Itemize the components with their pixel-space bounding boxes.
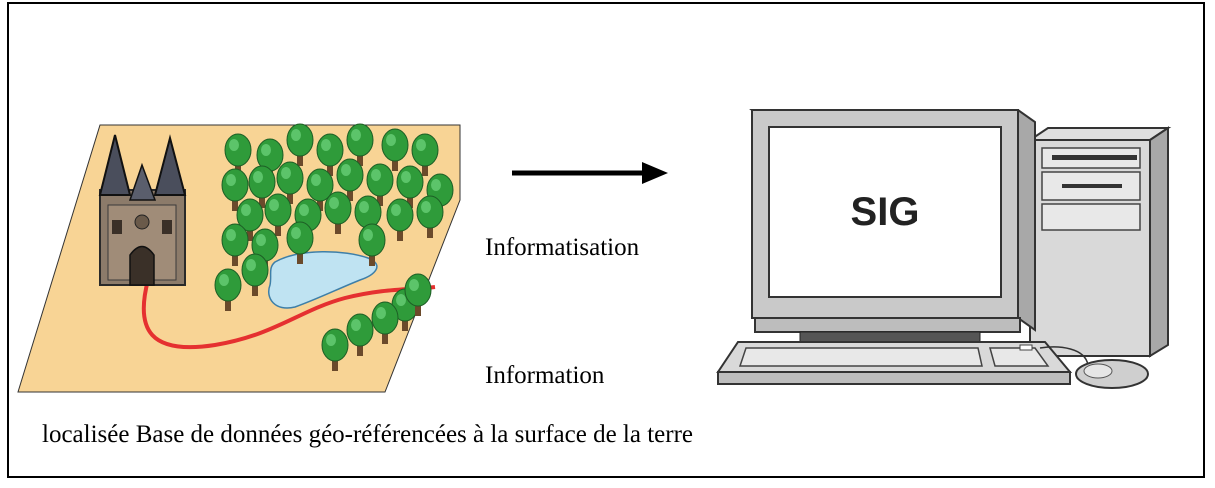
castle-icon: [98, 134, 187, 286]
tree-icon: [358, 223, 386, 266]
lake: [268, 251, 378, 309]
tree-icon: [236, 198, 264, 241]
tree-icon: [264, 193, 292, 236]
forest: [214, 123, 454, 371]
map-illustration: [17, 123, 461, 393]
keyboard-icon: [716, 341, 1073, 385]
tree-icon: [366, 163, 394, 206]
tree-icon: [316, 133, 344, 176]
arrow-label-informatisation: Informatisation: [485, 234, 640, 261]
arrow-right-icon: [512, 162, 668, 184]
arrow-label-information: Information: [485, 362, 605, 389]
tree-icon: [416, 195, 444, 238]
tree-icon: [221, 223, 249, 266]
tree-icon: [404, 273, 432, 316]
tree-icon: [241, 253, 269, 296]
computer-icon: SIG: [716, 109, 1172, 389]
tree-icon: [214, 268, 242, 311]
tree-icon: [336, 158, 364, 201]
tree-icon: [396, 165, 424, 208]
mouse-icon: [1039, 346, 1149, 389]
tree-icon: [321, 328, 349, 371]
tree-icon: [248, 165, 276, 208]
tree-icon: [221, 168, 249, 211]
tree-icon: [411, 133, 439, 176]
screen-text: SIG: [851, 190, 920, 234]
tree-icon: [346, 123, 374, 166]
tree-icon: [381, 128, 409, 171]
diagram-caption: localisée Base de données géo-référencée…: [42, 421, 694, 448]
tree-icon: [286, 221, 314, 264]
tree-icon: [224, 133, 252, 176]
tree-icon: [386, 198, 414, 241]
tree-icon: [324, 191, 352, 234]
tower-icon: [1026, 126, 1172, 358]
tree-icon: [371, 301, 399, 344]
tree-icon: [346, 313, 374, 356]
monitor-icon: SIG: [749, 109, 1036, 343]
tree-icon: [306, 168, 334, 211]
river: [141, 279, 436, 350]
tree-icon: [286, 123, 314, 166]
tree-icon: [276, 161, 304, 204]
